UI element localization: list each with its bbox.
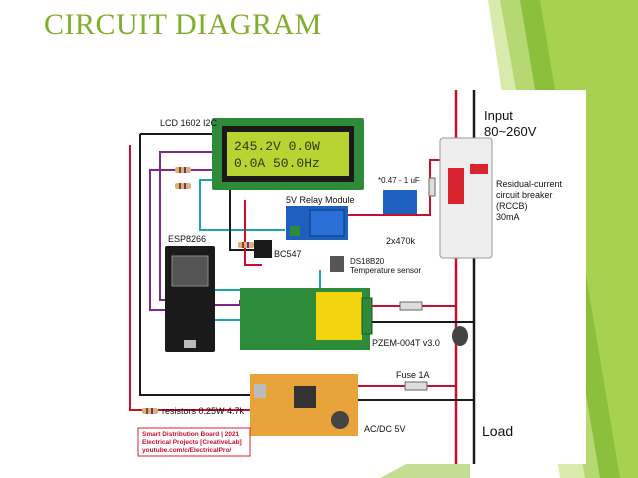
capacitor (383, 190, 417, 214)
relay-terminal (290, 226, 300, 236)
lcd-line-1: 245.2V 0.0W (234, 139, 320, 154)
credit-line-2: Electrical Projects [CreativeLab] (142, 439, 242, 446)
esp8266-label: ESP8266 (168, 234, 206, 244)
resistor-legend-icon (142, 408, 158, 414)
rccb-test-button (470, 164, 488, 174)
pzem-terminal (361, 297, 373, 335)
rccb-body (439, 137, 493, 259)
lcd-label: LCD 1602 I2C (160, 118, 218, 128)
bc547-label: BC547 (274, 249, 302, 259)
capacitor-label: *0.47 - 1 uF (378, 176, 420, 185)
acdc-capacitor (331, 411, 349, 429)
wire-vcc (244, 200, 262, 266)
rccb-label-1: Residual-current (496, 179, 563, 189)
wire-frame-1 (139, 134, 250, 396)
resistor-pair-label: 2x470k (386, 236, 416, 246)
rccb-label-2: circuit breaker (496, 190, 553, 200)
fuse-label: Fuse 1A (396, 370, 430, 380)
wire-gnd (229, 190, 262, 251)
ds18b20-label-2: Temperature sensor (350, 266, 421, 275)
rccb-switch (448, 168, 464, 204)
pzem-transformer (316, 292, 362, 340)
relay-label: 5V Relay Module (286, 195, 355, 205)
resistor-2 (175, 183, 191, 189)
resistor-3 (238, 242, 254, 248)
fuse-pzem (399, 301, 423, 311)
ds18b20-label-1: DS18B20 (350, 257, 385, 266)
acdc-usb (254, 384, 266, 398)
bc547-transistor (254, 240, 272, 258)
current-transformer (452, 326, 468, 346)
acdc-label: AC/DC 5V (364, 424, 406, 434)
wire-frame-2 (129, 145, 250, 411)
fuse-small (428, 177, 436, 197)
pzem-label: PZEM-004T v3.0 (372, 338, 440, 348)
page-title: CIRCUIT DIAGRAM (44, 8, 322, 41)
esp8266-chip (171, 255, 209, 287)
lcd-line-2: 0.0A 50.0Hz (234, 156, 320, 171)
credit-line-1: Smart Distribution Board | 2021 (142, 431, 240, 438)
credit-box (137, 427, 251, 457)
wire-relay-signal (199, 179, 285, 231)
acdc-transformer (294, 386, 316, 408)
esp8266-usb (184, 340, 196, 348)
rccb-label-4: 30mA (496, 212, 520, 222)
lcd-screen (227, 132, 349, 176)
input-label-2: 80~260V (484, 124, 537, 139)
fuse-1a (404, 381, 428, 391)
load-label: Load (482, 423, 513, 439)
rccb-label-3: (RCCB) (496, 201, 528, 211)
credit-line-3: youtube.com/c/ElectricalPro/ (142, 447, 231, 454)
ds18b20-sensor (330, 256, 344, 272)
resistor-1 (175, 167, 191, 173)
resistor-legend-label: resistors 0.25W 4.7k (162, 406, 245, 416)
relay-coil (309, 209, 345, 237)
input-label-1: Input (484, 108, 513, 123)
